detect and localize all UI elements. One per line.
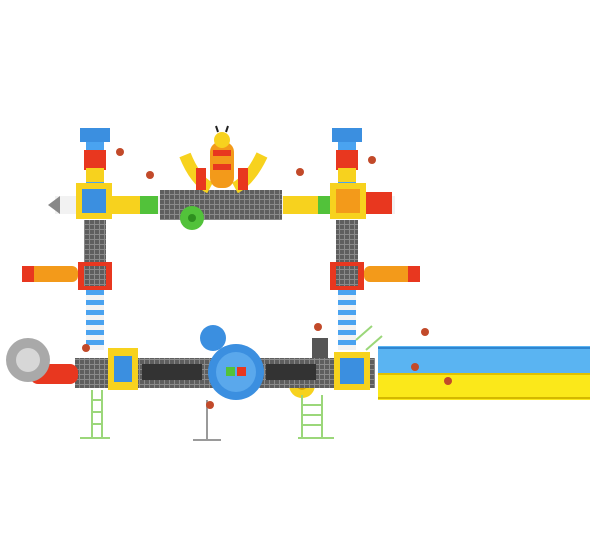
central-dome [200,325,264,400]
top-center-deck [160,190,282,220]
tower-top-left [76,128,112,219]
right-spiral-tube [338,290,356,350]
left-column [22,220,112,350]
top-walkway [48,190,395,220]
ladder-to-slide [355,325,383,351]
center-spiral-slide [200,325,226,351]
bottom-left-tube-slide [6,338,78,384]
left-spiral-tube [86,290,104,350]
child-figures [82,148,452,409]
ladder-left [80,390,110,439]
flower-top [180,206,204,230]
ladder-right [298,395,334,439]
tower-top-right [330,128,392,219]
bee-slide [179,125,268,194]
left-side-slide [22,266,78,282]
long-double-slide [378,346,590,400]
right-column [330,220,420,350]
right-side-slide [364,266,420,282]
